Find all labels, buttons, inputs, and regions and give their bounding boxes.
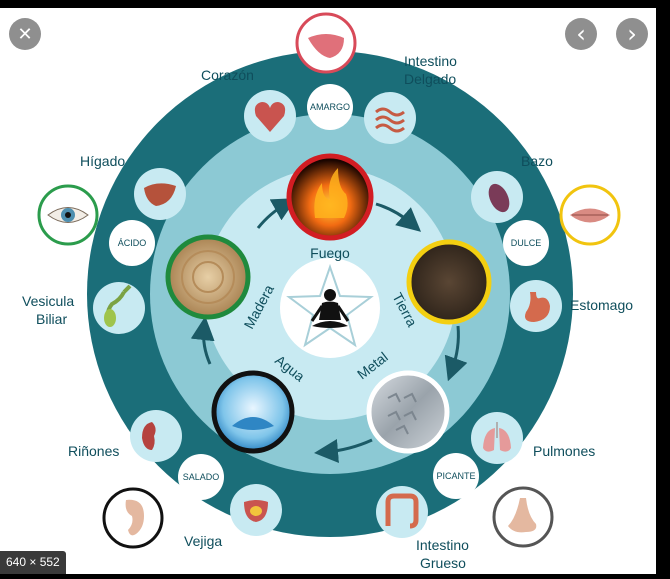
element-wood — [165, 234, 251, 320]
organ-label-gallbladder-1: Vesicula — [22, 293, 74, 309]
element-fire — [286, 153, 374, 241]
large-intestine-icon — [385, 493, 419, 529]
element-label-fire: Fuego — [310, 245, 350, 261]
organ-label-liver: Hígado — [80, 153, 125, 169]
arrow-water-to-wood — [190, 316, 215, 365]
close-icon: ✕ — [17, 23, 33, 45]
organ-label-gallbladder-2: Biliar — [36, 311, 67, 327]
sense-ear — [102, 487, 164, 549]
nose-icon — [508, 498, 537, 533]
wood-image — [165, 234, 251, 320]
arrow-earth-to-metal — [444, 325, 468, 382]
organ-kidneys — [130, 410, 182, 462]
taste-circle-salty — [178, 454, 224, 500]
organ-label-heart: Corazón — [201, 67, 254, 83]
taste-circle-sweet — [503, 220, 549, 266]
kidneys-icon — [142, 422, 156, 450]
meditation-figure-icon — [310, 289, 350, 328]
organ-liver — [134, 168, 186, 220]
metal-image — [366, 370, 450, 454]
taste-label-sour: ÁCIDO — [118, 238, 147, 248]
taste-circle-spicy — [433, 453, 479, 499]
ear-icon — [125, 499, 144, 536]
element-water — [211, 370, 295, 454]
taste-circle-bitter — [307, 84, 353, 130]
element-earth — [406, 239, 492, 325]
lungs-icon — [483, 428, 511, 452]
spleen-icon — [488, 183, 510, 213]
arrow-fire-to-earth — [375, 202, 422, 232]
arrow-metal-to-water — [314, 438, 373, 463]
next-image-button[interactable]: › — [616, 18, 648, 50]
small-intestine-organ-circle — [364, 92, 416, 144]
sense-tongue — [295, 12, 357, 74]
organ-label-kidneys: Riñones — [68, 443, 119, 459]
organ-label-large-intestine-2: Grueso — [420, 555, 466, 571]
arrow-wood-to-fire — [256, 198, 297, 229]
organ-stomach — [510, 280, 562, 332]
organ-label-small-intestine-1: Intestino — [404, 53, 457, 69]
generating-cycle-arrows — [190, 198, 468, 463]
gallbladder-organ-circle — [93, 282, 145, 334]
organ-heart — [244, 90, 296, 142]
organ-label-lungs: Pulmones — [533, 443, 595, 459]
organ-gallbladder — [93, 282, 145, 334]
organ-spleen — [471, 171, 523, 223]
organ-label-bladder: Vejiga — [184, 533, 222, 549]
organ-label-spleen: Bazo — [521, 153, 553, 169]
earth-image — [406, 239, 492, 325]
taste-label-salty: SALADO — [183, 472, 220, 482]
organ-label-stomach: Estomago — [570, 297, 633, 313]
small-intestine-icon — [375, 107, 405, 133]
sense-mouth — [559, 184, 621, 246]
chevron-right-icon: › — [627, 20, 637, 48]
water-image — [211, 370, 295, 454]
taste-label-bitter: AMARGO — [310, 102, 350, 112]
organ-small-intestine — [364, 92, 416, 144]
liver-icon — [144, 183, 176, 206]
tongue-icon — [308, 34, 344, 58]
taste-label-sweet: DULCE — [511, 238, 542, 248]
heart-icon — [254, 102, 286, 132]
taste-circle-sour — [109, 220, 155, 266]
organ-label-large-intestine-1: Intestino — [416, 537, 469, 553]
organ-bladder — [230, 484, 282, 536]
previous-image-button[interactable]: ‹ — [565, 18, 597, 50]
chevron-left-icon: ‹ — [576, 20, 586, 48]
image-canvas: Fuego Tierra Metal Agua Madera AMARGO DU… — [0, 8, 656, 574]
organ-large-intestine — [376, 486, 428, 538]
sense-eye — [37, 184, 99, 246]
kidneys-organ-circle — [130, 410, 182, 462]
stomach-icon — [525, 292, 550, 322]
close-button[interactable]: ✕ — [9, 18, 41, 50]
organ-label-small-intestine-2: Delgado — [404, 71, 456, 87]
five-elements-diagram: Fuego Tierra Metal Agua Madera AMARGO DU… — [22, 12, 633, 571]
image-dimensions-badge: 640 × 552 — [0, 551, 66, 574]
organ-lungs — [471, 412, 523, 464]
element-metal — [366, 370, 450, 454]
taste-label-spicy: PICANTE — [436, 471, 475, 481]
sense-nose — [492, 486, 554, 548]
